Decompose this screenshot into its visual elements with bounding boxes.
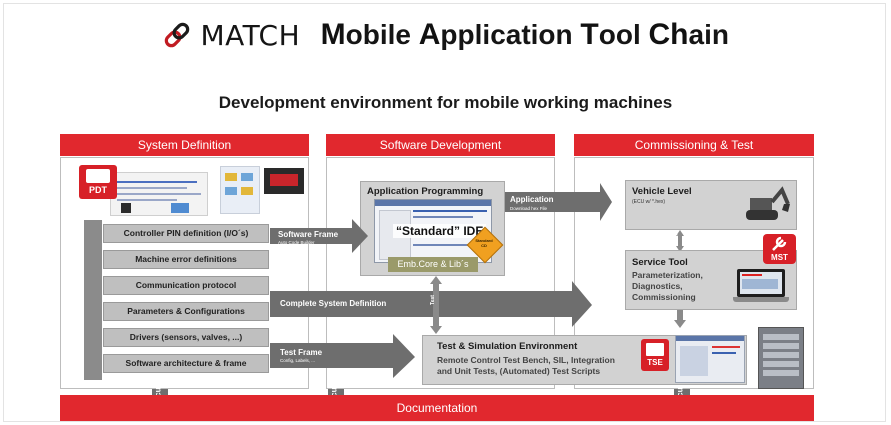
test-environment-title: Test & Simulation Environment [437,341,578,352]
column-header-system-definition: System Definition [60,134,309,156]
excavator-image [730,184,792,226]
documentation-band: Documentation [60,395,814,421]
column-header-software-development: Software Development [326,134,555,156]
complete-system-label: Complete System Definition [280,299,387,308]
definition-item: Machine error definitions [103,250,269,269]
service-tool-feature: Commissioning [632,292,696,302]
title-row: MATCH Mobile Application Tool Chain [0,18,891,66]
subtitle: Development environment for mobile worki… [218,93,673,112]
application-label: Application [510,195,554,204]
test-frame-label: Test Frame [280,348,323,357]
laptop-image [733,269,789,303]
service-tool-feature: Diagnostics, [632,281,683,291]
title-word-mobile: Mobile [320,18,419,51]
complete-system-arrow [270,281,592,327]
application-arrow [505,183,612,221]
test-environment-line: and Unit Tests, (Automated) Test Scripts [437,366,601,376]
standard-cd-label: Standard CD [475,238,493,248]
test-bench-screenshot-image [675,335,745,383]
sensor-chart-image [220,166,260,214]
definition-item: Software architecture & frame [103,354,269,373]
application-programming-title: Application Programming [367,186,484,197]
title-word-chain: Chain [648,18,729,51]
ide-label: “Standard” IDE [393,224,487,238]
document-stack-icon [646,343,664,356]
definition-item: Parameters & Configurations [103,302,269,321]
chain-link-icon [164,22,190,48]
vehicle-level-title: Vehicle Level [632,186,692,197]
definition-stack-stripe [84,220,102,380]
test-frame-sublabel: Config, Labels, ... [280,358,316,363]
software-frame-label: Software Frame [278,230,339,239]
wrench-icon [772,236,787,251]
software-frame-sublabel: Auto Code Builder [278,240,315,245]
brand-name: MATCH [200,18,301,52]
documentation-label: Documentation [396,401,478,415]
definition-item: Communication protocol [103,276,269,295]
test-rack-image [758,327,804,389]
exe-label: Exe [673,232,680,242]
emb-core-label: Emb.Core & Lib´s [388,257,478,272]
controller-hardware-image [264,168,304,194]
pdt-badge: PDT [79,165,117,199]
excavator-icon [746,186,790,220]
title-word-application: Application [418,18,581,51]
definition-item: Drivers (sensors, valves, ...) [103,328,269,347]
definition-screenshot-collage [96,164,306,216]
test-environment-line: Remote Control Test Bench, SIL, Integrat… [437,355,615,365]
column-header-commissioning-test: Commissioning & Test [574,134,814,156]
document-icon [86,169,110,183]
slide-frame [3,3,886,422]
definition-item: Controller PIN definition (I/O´s) [103,224,269,243]
full-title: Mobile Application Tool Chain [321,18,729,52]
exe-double-arrow [676,230,684,252]
application-sublabel: Download hex File [510,206,548,211]
tse-badge: TSE [641,339,669,371]
test-label: Test [429,295,436,305]
test-double-arrow [430,276,442,334]
service-tool-feature: Parameterization, [632,270,703,280]
vehicle-level-sublabel: (ECU w/ *.hex) [632,199,666,205]
test-frame-arrow [270,334,415,378]
service-tool-title: Service Tool [632,257,688,268]
table-screenshot-image [110,172,208,216]
title-word-tool: Tool [580,18,649,51]
mst-badge: MST [763,234,796,264]
software-frame-arrow [270,219,368,253]
